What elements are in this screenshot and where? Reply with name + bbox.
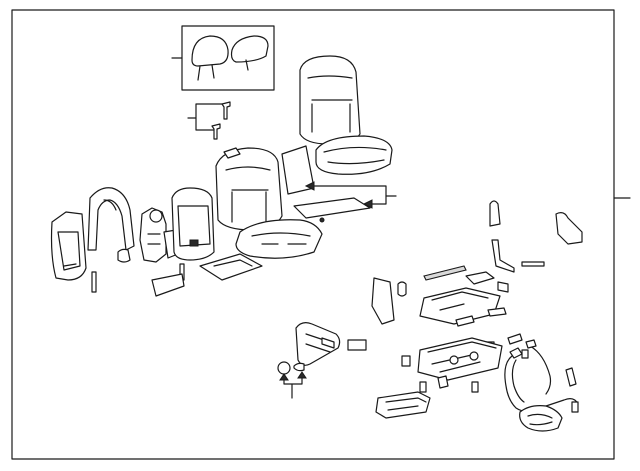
heating-pads: [281, 145, 371, 223]
headrest-guides: [187, 101, 231, 140]
seat-back-panel: [151, 187, 215, 297]
seat-trim-upper: [299, 55, 393, 175]
seat-bottom-cushion: [235, 219, 323, 259]
headrest-group: [171, 25, 275, 91]
rear-trim-panel: [50, 211, 97, 293]
seat-track-upper: [419, 265, 509, 325]
seat-back-cushion: [215, 147, 283, 231]
knobs-callout: [277, 361, 307, 399]
seat-back-frame: [87, 187, 135, 263]
switch-bezel: [375, 391, 431, 419]
small-parts: [347, 307, 529, 359]
cushion-heater-pad: [293, 197, 371, 219]
power-seat-adjuster: [401, 337, 503, 393]
side-shield: [371, 277, 407, 325]
diagram-frame: [11, 9, 615, 460]
right-side-brackets: [489, 200, 583, 273]
seat-bottom-pan: [199, 253, 263, 281]
headrest-front: [191, 35, 229, 67]
seat-cushion-trim: [315, 135, 393, 175]
headrest-rear: [230, 35, 269, 63]
pad-callout-lines: [304, 181, 397, 209]
outer-side-panel: [295, 322, 341, 366]
wiring-harness: [504, 339, 579, 432]
